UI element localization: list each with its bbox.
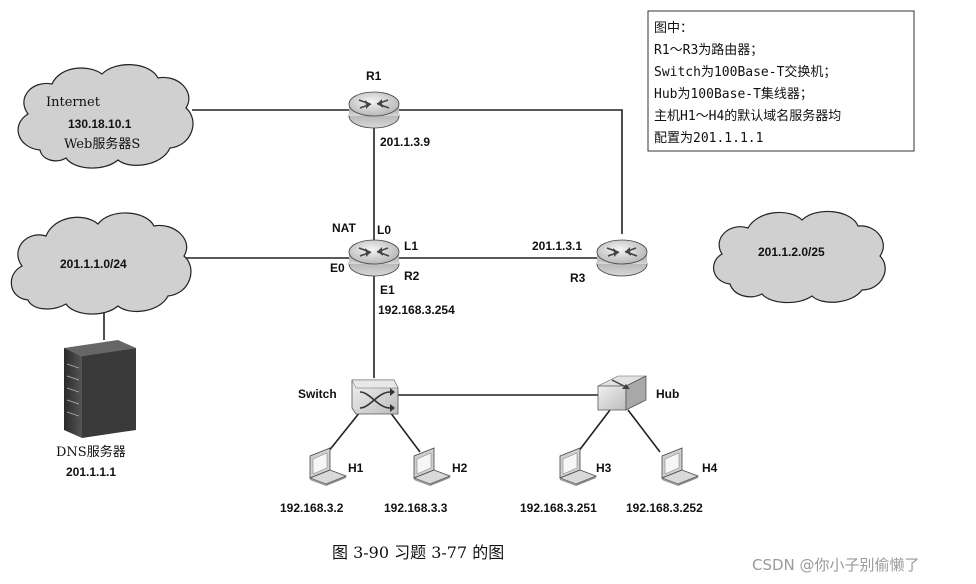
legend-line-1: 图中： — [654, 21, 693, 36]
lan-left-label: 201.1.1.0/24 — [60, 257, 127, 271]
host-h3-ip: 192.168.3.251 — [520, 501, 597, 515]
router-r2-e1-ip: 192.168.3.254 — [378, 303, 455, 317]
laptop-h2-icon — [413, 447, 451, 487]
link-r1-r3 — [398, 109, 623, 234]
hub-device: Hub — [597, 375, 679, 411]
router-r2-l1: L1 — [404, 239, 418, 253]
legend-line-2: R1～R3为路由器； — [654, 42, 763, 58]
legend-line-6: 配置为201.1.1.1 — [654, 131, 763, 146]
router-r2: NAT L0 L1 E0 R2 E1 192.168.3.254 — [330, 221, 455, 317]
router-r2-l0: L0 — [377, 223, 391, 237]
lan-cloud-right: 201.1.2.0/25 — [713, 210, 886, 304]
switch-device: Switch — [298, 379, 399, 415]
switch-arrows-icon — [359, 391, 391, 409]
lan-right-label: 201.1.2.0/25 — [758, 245, 825, 259]
host-h1-name: H1 — [348, 461, 364, 475]
figure-caption: 图 3-90 习题 3-77 的图 — [332, 543, 504, 562]
router-r1-icon — [348, 91, 400, 129]
legend-line-3: Switch为100Base-T交换机； — [654, 64, 836, 80]
host-h4-name: H4 — [702, 461, 718, 475]
router-r2-nat: NAT — [332, 221, 356, 235]
router-r2-icon — [348, 239, 400, 277]
host-h4: H4 192.168.3.252 — [626, 447, 718, 515]
host-h2-name: H2 — [452, 461, 468, 475]
web-server-ip: 130.18.10.1 — [68, 117, 132, 131]
link-hub-h4 — [627, 409, 661, 453]
server-rack-icon — [66, 363, 80, 417]
router-r3-ip: 201.1.3.1 — [532, 239, 582, 253]
router-r2-e1: E1 — [380, 283, 395, 297]
web-server-label: Web服务器S — [64, 136, 140, 152]
router-r1: R1 201.1.3.9 — [348, 69, 430, 149]
link-hub-h3 — [577, 409, 611, 453]
network-links — [103, 109, 661, 453]
host-h3-name: H3 — [596, 461, 612, 475]
host-h3: H3 192.168.3.251 — [520, 447, 612, 515]
laptop-h4-icon — [661, 447, 699, 487]
legend-line-5: 主机H1～H4的默认域名服务器均 — [654, 108, 841, 124]
host-h1-ip: 192.168.3.2 — [280, 501, 344, 515]
laptop-h3-icon — [559, 447, 597, 487]
switch-name: Switch — [298, 387, 337, 401]
host-h2-ip: 192.168.3.3 — [384, 501, 448, 515]
hub-arrow-icon — [611, 379, 630, 389]
laptop-h1-icon — [309, 447, 347, 487]
watermark: CSDN @你小子别偷懒了 — [752, 556, 920, 574]
host-h2: H2 192.168.3.3 — [384, 447, 468, 515]
host-h1: H1 192.168.3.2 — [280, 447, 364, 515]
dns-server-label: DNS服务器 — [56, 444, 126, 460]
router-r2-e0: E0 — [330, 261, 345, 275]
legend-line-4: Hub为100Base-T集线器； — [654, 86, 813, 102]
router-r1-ip: 201.1.3.9 — [380, 135, 430, 149]
link-switch-h1 — [327, 411, 361, 453]
link-switch-h2 — [389, 411, 421, 453]
router-r3: 201.1.3.1 R3 — [532, 239, 648, 285]
router-r1-name: R1 — [366, 69, 382, 83]
router-r2-name: R2 — [404, 269, 420, 283]
dns-server-ip: 201.1.1.1 — [66, 465, 116, 479]
lan-cloud-left: 201.1.1.0/24 — [10, 212, 192, 315]
router-r3-name: R3 — [570, 271, 586, 285]
hub-name: Hub — [656, 387, 679, 401]
legend-box: 图中： R1～R3为路由器； Switch为100Base-T交换机； Hub为… — [647, 10, 915, 152]
dns-server: DNS服务器 201.1.1.1 — [56, 340, 136, 479]
router-r3-icon — [596, 239, 648, 277]
internet-cloud: Internet 130.18.10.1 Web服务器S — [17, 64, 194, 169]
host-h4-ip: 192.168.3.252 — [626, 501, 703, 515]
internet-label: Internet — [46, 95, 101, 110]
